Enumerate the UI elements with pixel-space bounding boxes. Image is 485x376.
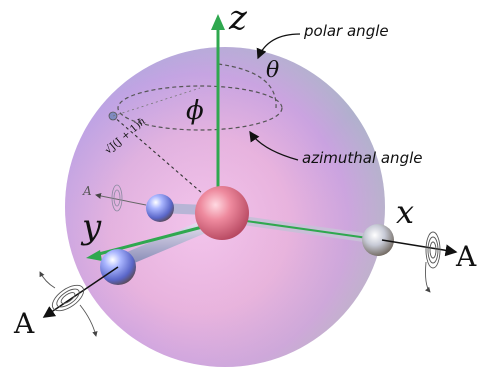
azimuthal-angle-label: azimuthal angle	[302, 149, 423, 167]
z-axis-label: z	[229, 0, 247, 38]
right-amplitude-label: A	[456, 240, 477, 273]
azimuthal-angle-pointer	[249, 130, 299, 161]
radius-projection	[112, 87, 201, 117]
central-atom	[195, 186, 249, 240]
right-vibration-spiral	[425, 231, 441, 293]
y-axis-label: y	[82, 207, 102, 247]
x-axis-label: x	[396, 193, 415, 231]
polar-angle-arc	[217, 63, 277, 109]
polar-angle-label: polar angle	[304, 22, 389, 40]
right-atom	[362, 224, 394, 256]
azimuthal-circle	[117, 85, 283, 131]
z-axis-arrowhead	[211, 14, 225, 30]
back-amplitude-arrow	[95, 193, 147, 206]
left-amplitude-arrow	[42, 266, 119, 318]
back-amplitude-label: A	[83, 184, 92, 198]
left-vibration-spiral	[39, 271, 98, 337]
polar-angle-pointer	[256, 33, 301, 60]
y-axis-arrowhead	[86, 250, 102, 261]
back-atom	[146, 194, 174, 222]
x-axis-line	[224, 217, 383, 241]
right-amplitude-arrow	[381, 239, 458, 257]
theta-label: θ	[266, 58, 280, 83]
left-amplitude-label: A	[14, 307, 35, 340]
phi-label: ϕ	[186, 96, 204, 126]
back-vibration-spiral	[111, 184, 123, 212]
